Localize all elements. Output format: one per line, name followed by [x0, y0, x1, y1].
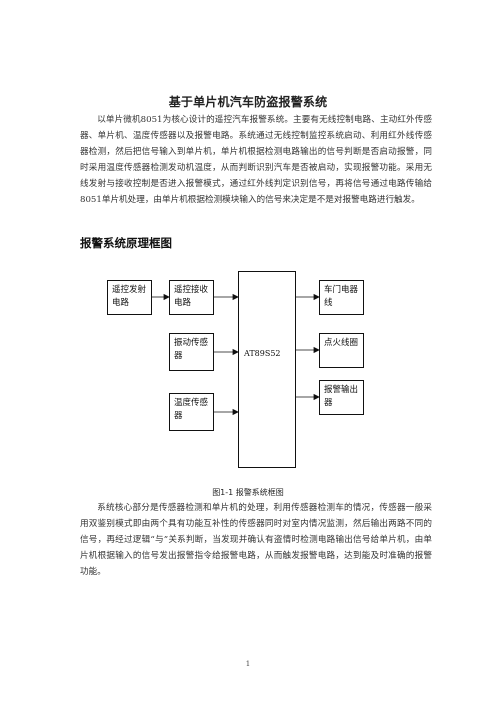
figure-caption: 图1-1 报警系统框图 — [212, 488, 284, 497]
body-paragraph: 系统核心部分是传感器检测和单片机的处理，利用传感器检测车的情况，传感器一般采用双… — [80, 500, 432, 580]
page-number: 1 — [245, 660, 251, 668]
block-remote-receiver: 遥控接收电路 — [169, 280, 214, 315]
mcu-label: AT89S52 — [244, 349, 281, 358]
section-heading: 报警系统原理框图 — [80, 236, 172, 250]
block-temperature-sensor: 温度传感器 — [169, 393, 214, 431]
block-ignition-coil: 点火线圈 — [319, 333, 364, 368]
block-door-relay: 车门电器线 — [319, 280, 364, 315]
block-alarm-output: 报警输出器 — [319, 380, 364, 415]
block-remote-transmitter: 遥控发射电路 — [107, 280, 152, 315]
block-vibration-sensor: 振动传感器 — [169, 333, 214, 371]
body-text: 系统核心部分是传感器检测和单片机的处理，利用传感器检测车的情况，传感器一般采用双… — [80, 503, 432, 577]
intro-text: 以单片微机8051为核心设计的遥控汽车报警系统。主要有无线控制电路、主动红外传感… — [80, 115, 432, 205]
block-mcu — [238, 271, 296, 468]
document-title: 基于单片机汽车防盗报警系统 — [168, 95, 328, 109]
intro-paragraph: 以单片微机8051为核心设计的遥控汽车报警系统。主要有无线控制电路、主动红外传感… — [80, 112, 432, 208]
